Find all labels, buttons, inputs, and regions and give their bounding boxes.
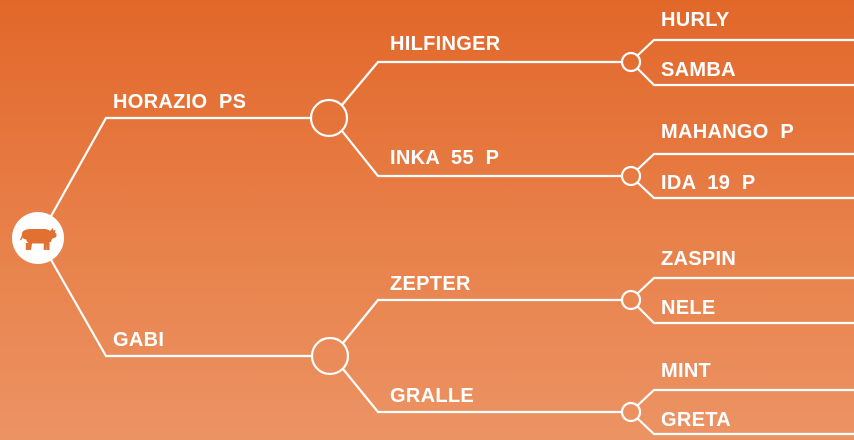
great-granddam-name: NELE [661,297,716,319]
connector-root-sire [49,116,310,219]
node-inka [620,165,642,187]
connector-hilfinger-samba [637,68,854,87]
connector-horazio-hilfinger [341,60,622,106]
node-hilfinger [620,51,642,73]
connector-gabi-zepter [342,298,622,344]
great-grandsire-name: MAHANGO P [661,121,794,143]
connector-inka-ida [637,182,854,200]
great-granddam-name: IDA 19 P [661,172,756,194]
connector-inka-mahango [637,152,854,170]
great-grandsire-name: ZASPIN [661,248,737,270]
node-gralle [620,401,642,423]
connector-gralle-mint [637,388,854,406]
paternal-grandsire-name: HILFINGER [390,33,501,55]
connector-root-dam [49,257,312,358]
maternal-grandsire-name: ZEPTER [390,273,471,295]
cow-icon [20,228,57,250]
node-horazio [309,98,349,138]
paternal-granddam-name: INKA 55 P [390,147,500,169]
connector-zepter-nele [637,306,854,325]
great-grandsire-name: MINT [661,360,712,382]
connector-hilfinger-hurly [637,38,854,56]
connector-gabi-gralle [342,368,622,414]
great-granddam-name: GRETA [661,409,732,431]
node-zepter [620,289,642,311]
great-granddam-name: SAMBA [661,59,736,81]
maternal-granddam-name: GRALLE [390,385,475,407]
root-animal-badge [12,212,64,264]
connector-gralle-greta [637,418,854,436]
node-gabi [310,336,350,376]
sire-name: HORAZIO PS [113,91,247,113]
connector-zepter-zaspin [637,276,854,294]
dam-name: GABI [113,329,165,351]
great-grandsire-name: HURLY [661,9,730,31]
connector-horazio-inka [341,130,622,178]
